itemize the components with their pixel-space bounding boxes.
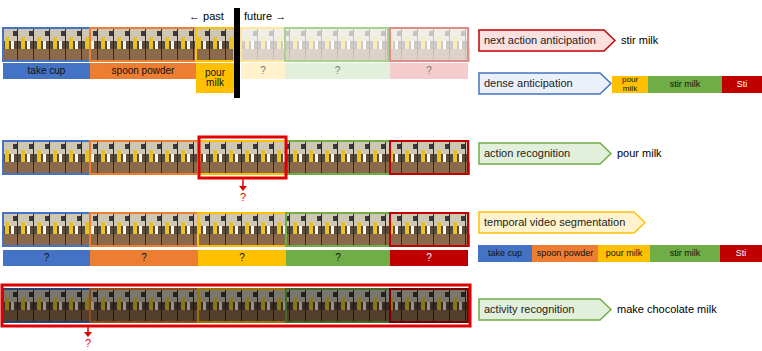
task-arrow: activity recognition [478,298,612,321]
arrow-outline [479,143,611,164]
node-text: take cup [28,66,66,77]
segment-bar: spoon powder [90,63,196,79]
segment-bar: pour milk [612,76,648,93]
node-text: spoon powder [537,249,594,258]
node-text: ? [335,66,341,77]
arrow-outline [479,30,615,51]
segment-bar: Sti [722,76,762,93]
node-text: spoon powder [112,66,175,77]
task-arrow: dense anticipation [478,72,612,95]
node-text: pour milk [198,68,232,89]
segment-bar: ? [390,250,468,266]
segment-bar: pour milk [598,245,650,262]
arrow-outline [479,212,645,233]
arrow-outline [479,299,611,320]
task-arrow: temporal video segmentation [478,211,646,234]
node-text: stir milk [670,80,701,89]
output-label: stir milk [621,34,658,46]
node-text: ? [44,253,50,264]
output-label: ← past [189,10,224,22]
node-text: Sti [736,249,747,258]
segment-bar: ? [286,250,390,266]
question-mark: ? [240,191,246,203]
segment-bar: ? [241,63,285,79]
node-text: pour milk [614,76,646,93]
segment-bar: spoon powder [532,245,598,262]
output-label: make chocolate milk [617,303,717,315]
task-arrow: next action anticipation [478,29,616,52]
segment-bar: take cup [478,245,532,262]
node-text: activity recognition [484,304,575,316]
segment-bar: Sti [720,245,762,262]
node-text: Sti [737,80,748,89]
segment-bar: ? [198,250,286,266]
output-label: future → [244,10,286,22]
segment-bar: take cup [3,63,90,79]
segment-bar: ? [285,63,390,79]
node-text: dense anticipation [484,78,573,90]
node-text: stir milk [670,249,701,258]
node-text: action recognition [484,148,570,160]
output-label: pour milk [617,147,662,159]
segment-bar: stir milk [648,76,722,93]
node-text: ? [141,253,147,264]
node-text: ? [426,66,432,77]
node-text: next action anticipation [484,35,596,47]
node-text: temporal video segmentation [484,217,625,229]
segment-bar: ? [90,250,198,266]
arrow-outline [479,73,611,94]
question-mark: ? [85,337,91,349]
node-text: pour milk [606,249,643,258]
node-text: ? [239,253,245,264]
segment-bar: ? [390,63,468,79]
segment-bar: ? [3,250,90,266]
task-arrow: action recognition [478,142,612,165]
node-text: ? [335,253,341,264]
node-text: take cup [488,249,522,258]
node-text: ? [426,253,432,264]
segment-bar: pour milk [196,63,234,93]
segment-bar: stir milk [650,245,720,262]
node-text: ? [260,66,266,77]
